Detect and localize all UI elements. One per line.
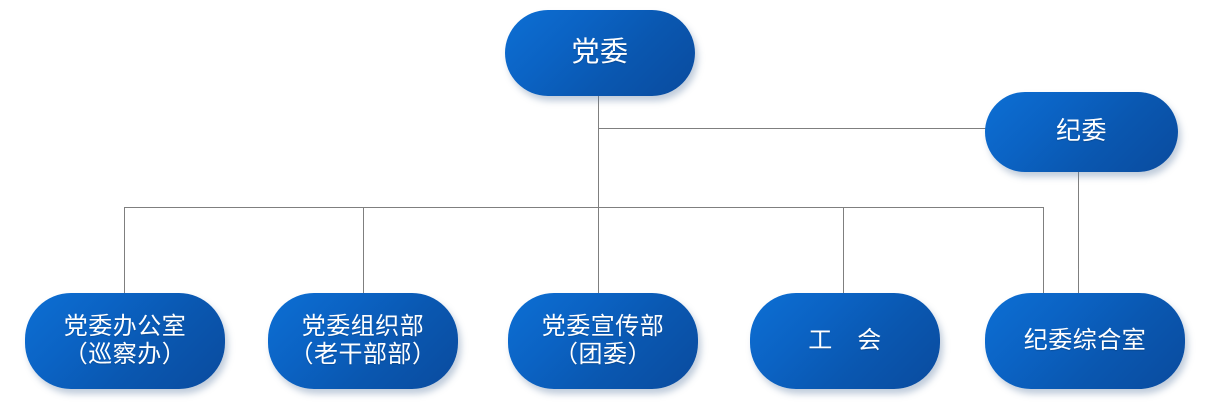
connector-drop-bangongshi [124, 207, 125, 295]
org-node-dangwei-zuzhibu-label: 党委组织部 （老干部部） [289, 313, 437, 368]
connector-drop-gonghui [843, 207, 844, 295]
org-node-jiwei-zongheshi[interactable]: 纪委综合室 [985, 293, 1185, 389]
org-node-dangwei-bangongshi-label: 党委办公室 （巡察办） [63, 313, 187, 368]
connector-drop-zongheshi-from-bus [1043, 207, 1044, 295]
connector-main-bus [124, 207, 1044, 208]
org-node-jiwei-zongheshi-label: 纪委综合室 [1023, 327, 1147, 354]
org-node-dangwei-xuanchuanbu[interactable]: 党委宣传部 （团委） [508, 293, 698, 389]
connector-top-to-jiwei [598, 128, 986, 129]
connector-drop-xuanchuan [598, 207, 599, 295]
org-node-gonghui[interactable]: 工 会 [750, 293, 940, 389]
connector-top-stem [598, 95, 599, 208]
org-node-dangwei-label: 党委 [571, 37, 629, 69]
connector-drop-zuzhibu [363, 207, 364, 295]
org-node-gonghui-label: 工 会 [808, 327, 882, 354]
org-node-dangwei-bangongshi[interactable]: 党委办公室 （巡察办） [25, 293, 225, 389]
org-node-dangwei[interactable]: 党委 [505, 10, 695, 96]
connector-jiwei-to-zongheshi [1078, 170, 1079, 295]
org-node-dangwei-xuanchuanbu-label: 党委宣传部 （团委） [541, 313, 665, 368]
org-node-jiwei[interactable]: 纪委 [985, 92, 1178, 172]
org-node-jiwei-label: 纪委 [1055, 118, 1107, 146]
org-node-dangwei-zuzhibu[interactable]: 党委组织部 （老干部部） [268, 293, 458, 389]
